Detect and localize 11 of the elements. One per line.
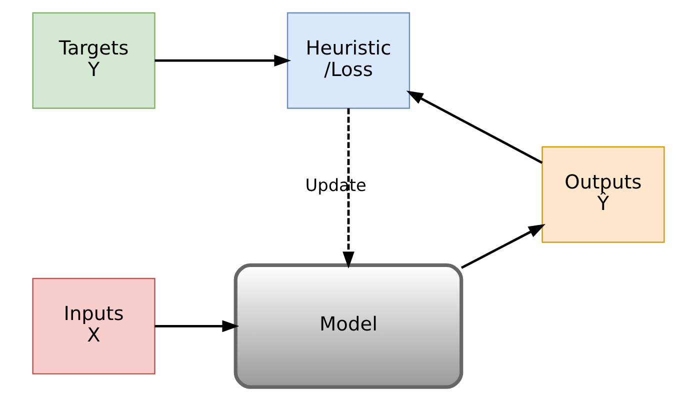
arrow (154, 54, 292, 66)
edge-label: Update (305, 175, 366, 196)
node-box: Heuristic /Loss (286, 12, 410, 109)
arrow (154, 320, 240, 332)
node-box: Model (234, 263, 464, 389)
arrow (406, 90, 543, 164)
node-box: Outputs Ŷ (542, 146, 665, 243)
arrow (460, 224, 546, 269)
arrow (342, 108, 354, 269)
node-box: Targets Y (32, 12, 156, 109)
node-box: Inputs X (32, 278, 156, 374)
